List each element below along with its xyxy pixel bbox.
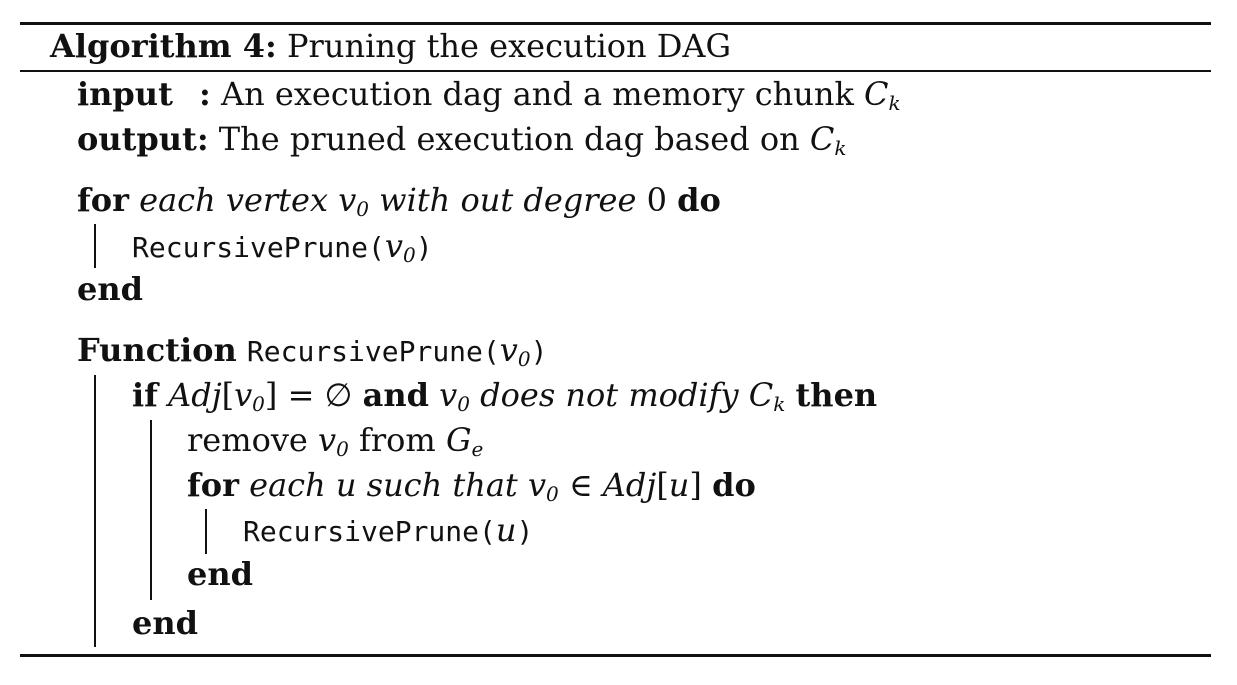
adj-var: v0 [234, 376, 265, 416]
for-each-vertex-line: for each vertex v0 with out degree 0 do [77, 180, 721, 220]
for-adj-name: Adj [602, 466, 657, 504]
bottom-rule [20, 654, 1211, 657]
inner-call-close: ) [516, 515, 534, 548]
cond-text: does not modify [480, 376, 739, 414]
for-var: v0 [527, 466, 559, 506]
input-colon: : [199, 75, 211, 113]
for-keyword-inner: for [187, 466, 239, 504]
zero-value: 0 [646, 181, 667, 219]
function-close: ) [530, 335, 548, 368]
input-line: input : An execution dag and a memory ch… [77, 74, 901, 114]
output-var: Ck [809, 120, 847, 160]
cond-var: v0 [439, 376, 470, 416]
algorithm-label: Algorithm 4: [50, 27, 277, 65]
inner-call-arg: u [495, 511, 517, 549]
from-text: from [359, 421, 436, 459]
loop1-block-bar [94, 224, 96, 268]
adj-name: Adj [168, 376, 222, 414]
output-text: The pruned execution dag based on [218, 120, 800, 158]
then-keyword: then [795, 376, 878, 414]
header-rule [20, 70, 1211, 72]
cond-chunk: Ck [748, 376, 786, 416]
end-if: end [132, 604, 198, 642]
loop-condition-b: with out degree [379, 181, 637, 219]
do-keyword-inner: do [712, 466, 756, 504]
for-adj-lbracket: [ [656, 466, 669, 504]
do-keyword: do [677, 181, 721, 219]
function-arg: v0 [499, 331, 531, 371]
loop-condition-a: each vertex [139, 181, 329, 219]
element-of-symbol: ∈ [568, 466, 593, 504]
loop-var: v0 [338, 181, 369, 221]
if-line: if Adj[v0] = ∅ and v0 does not modify Ck… [132, 375, 877, 415]
input-text: An execution dag and a memory chunk [221, 75, 854, 113]
graph-var: Ge [445, 421, 484, 461]
output-keyword: output: [77, 120, 209, 158]
and-keyword: and [362, 376, 429, 414]
end-loop1: end [77, 270, 143, 308]
for-adj-u: u [668, 466, 690, 504]
if-block-bar [150, 420, 152, 600]
top-rule [20, 22, 1211, 25]
function-keyword: Function [77, 331, 237, 369]
inner-for-block-bar [205, 509, 207, 554]
empty-set-expr: ] = ∅ [264, 376, 353, 414]
call-close: ) [415, 231, 433, 264]
function-name: RecursivePrune( [246, 335, 500, 368]
function-line: Function RecursivePrune(v0) [77, 330, 547, 372]
input-keyword: input [77, 75, 173, 113]
adj-lbracket: [ [221, 376, 235, 414]
call-arg: v0 [384, 227, 416, 267]
for-each-u-line: for each u such that v0 ∈ Adj[u] do [187, 465, 756, 505]
output-line: output: The pruned execution dag based o… [77, 119, 847, 159]
end-inner-for: end [187, 555, 253, 593]
remove-text: remove [187, 421, 308, 459]
algorithm-header: Algorithm 4: Pruning the execution DAG [50, 26, 731, 66]
inner-call-name: RecursivePrune( [243, 515, 496, 548]
call-name: RecursivePrune( [132, 231, 385, 264]
inner-recursive-call-line: RecursivePrune(u) [243, 510, 533, 552]
for-adj-rbracket: ] [689, 466, 702, 504]
algorithm-title: Pruning the execution DAG [287, 27, 732, 65]
remove-line: remove v0 from Ge [187, 420, 483, 460]
for-cond-text: each u such that [249, 466, 518, 504]
for-keyword: for [77, 181, 129, 219]
function-block-bar [94, 375, 96, 647]
if-keyword: if [132, 376, 158, 414]
remove-var: v0 [318, 421, 349, 461]
input-var: Ck [864, 75, 901, 115]
recursive-call-line: RecursivePrune(v0) [132, 226, 433, 268]
